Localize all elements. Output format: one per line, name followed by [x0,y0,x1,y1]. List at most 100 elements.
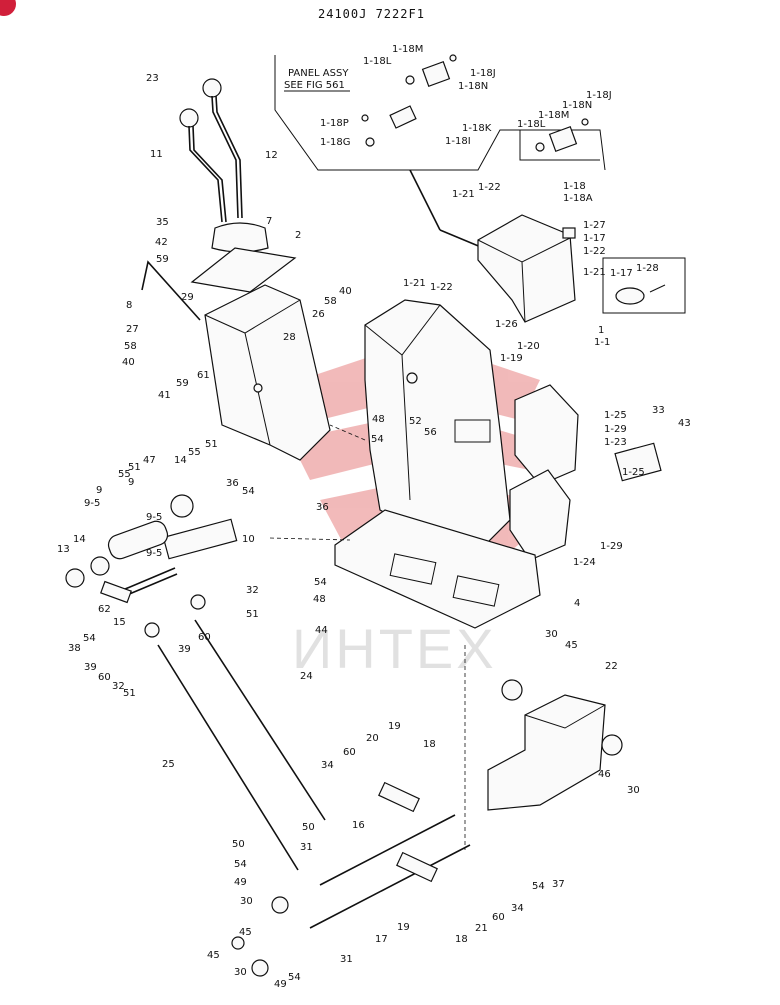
callout-c103: 20 [366,733,379,744]
callout-c77: 10 [242,534,255,545]
callout-c126: 54 [532,881,545,892]
callout-c89: 60 [198,632,211,643]
callout-c70: 54 [242,486,255,497]
callout-c74: 14 [73,534,86,545]
callout-c60: 52 [409,416,422,427]
cover-plate [514,384,579,486]
callout-c124: 60 [492,912,505,923]
callout-c86: 54 [83,633,96,644]
callout-c115: 45 [207,950,220,961]
callout-c100: 46 [598,769,611,780]
shift-mechanism [65,494,238,604]
callout-c111: 54 [234,859,247,870]
callout-c93: 32 [112,681,125,692]
callout-c45: 2 [295,230,301,241]
callout-c73: 9-5 [146,512,162,523]
callout-c33: 33 [652,405,665,416]
callout-c52: 27 [126,324,139,335]
callout-c17: 1-27 [583,220,606,231]
callout-c112: 49 [234,877,247,888]
callout-c7: 1-18K [462,123,492,134]
callout-c53: 58 [124,341,137,352]
callout-c67: 51 [128,462,141,473]
callout-c80: 48 [313,594,326,605]
callout-c35: 1-25 [622,467,645,478]
callout-c34: 43 [678,418,691,429]
corner-badge-icon [0,0,16,16]
panel-bracket [274,55,606,171]
callout-c14: 1-21 [452,189,475,200]
callout-c26: 1-20 [517,341,540,352]
callout-c99: 22 [605,661,618,672]
callout-c13: 1-22 [478,182,501,193]
shaft-16 [319,814,456,886]
callout-c90: 39 [178,644,191,655]
callout-c55: 59 [176,378,189,389]
callout-c68: 9 [128,477,134,488]
callout-c65: 47 [143,455,156,466]
callout-c29: 1-1 [594,337,610,348]
callout-c109: 31 [300,842,313,853]
callout-c63: 55 [188,447,201,458]
callout-c84: 15 [113,617,126,628]
callout-c6: 1-18G [320,137,350,148]
callout-c50: 26 [312,309,325,320]
callout-c27: 1-19 [500,353,523,364]
callout-c48: 40 [339,286,352,297]
callout-c42: 59 [156,254,169,265]
callout-c2: 1-18L [363,56,392,67]
callout-c114: 45 [239,927,252,938]
callout-c107: 50 [302,822,315,833]
side-cover [509,469,571,561]
callout-c105: 34 [321,760,334,771]
callout-c116: 30 [234,967,247,978]
callout-c87: 32 [246,585,259,596]
panel-note-line1: PANEL ASSY [288,68,349,79]
callout-c76: 9-5 [146,548,162,559]
panel-note-line2: SEE FIG 561 [284,80,345,91]
callout-c15: 1-18 [563,181,586,192]
detail-box [602,257,686,314]
callout-c46: 8 [126,300,132,311]
callout-c5: 1-18P [320,118,349,129]
callout-c106: 60 [343,747,356,758]
callout-c37: 1-24 [573,557,596,568]
callout-c51: 28 [283,332,296,343]
callout-c83: 62 [98,604,111,615]
callout-c12: 1-18L [517,119,546,130]
callout-c3: 1-18J [470,68,496,79]
callout-c9: 1-18J [586,90,612,101]
callout-c21: 1-17 [610,268,633,279]
callout-c16: 1-18A [563,193,593,204]
gasket-plate [190,247,297,293]
callout-c47: 29 [181,292,194,303]
callout-c30: 1-25 [604,410,627,421]
callout-c110: 50 [232,839,245,850]
callout-c24: 1-22 [430,282,453,293]
callout-c69: 36 [226,478,239,489]
callout-c82: 44 [315,625,328,636]
callout-c59: 54 [371,434,384,445]
callout-c11: 1-18M [538,110,569,121]
callout-c75: 13 [57,544,70,555]
callout-c113: 30 [240,896,253,907]
rod-24 [194,619,326,821]
callout-c43: 42 [155,237,168,248]
callout-labels: 1-18M1-18L1-18J1-18N1-18P1-18G1-18K1-18I… [57,44,691,990]
callout-c58: 48 [372,414,385,425]
callout-c125: 34 [511,903,524,914]
callout-c91: 39 [84,662,97,673]
lamp-housing [614,442,662,482]
callout-c97: 30 [545,629,558,640]
callout-c85: 38 [68,643,81,654]
callout-c36: 1-29 [600,541,623,552]
floor-plate [334,509,541,629]
callout-c32: 1-23 [604,437,627,448]
callout-c127: 37 [552,879,565,890]
panel-switch-parts [361,54,589,152]
callout-c92: 60 [98,672,111,683]
callout-c96: 25 [162,759,175,770]
callout-c79: 54 [314,577,327,588]
